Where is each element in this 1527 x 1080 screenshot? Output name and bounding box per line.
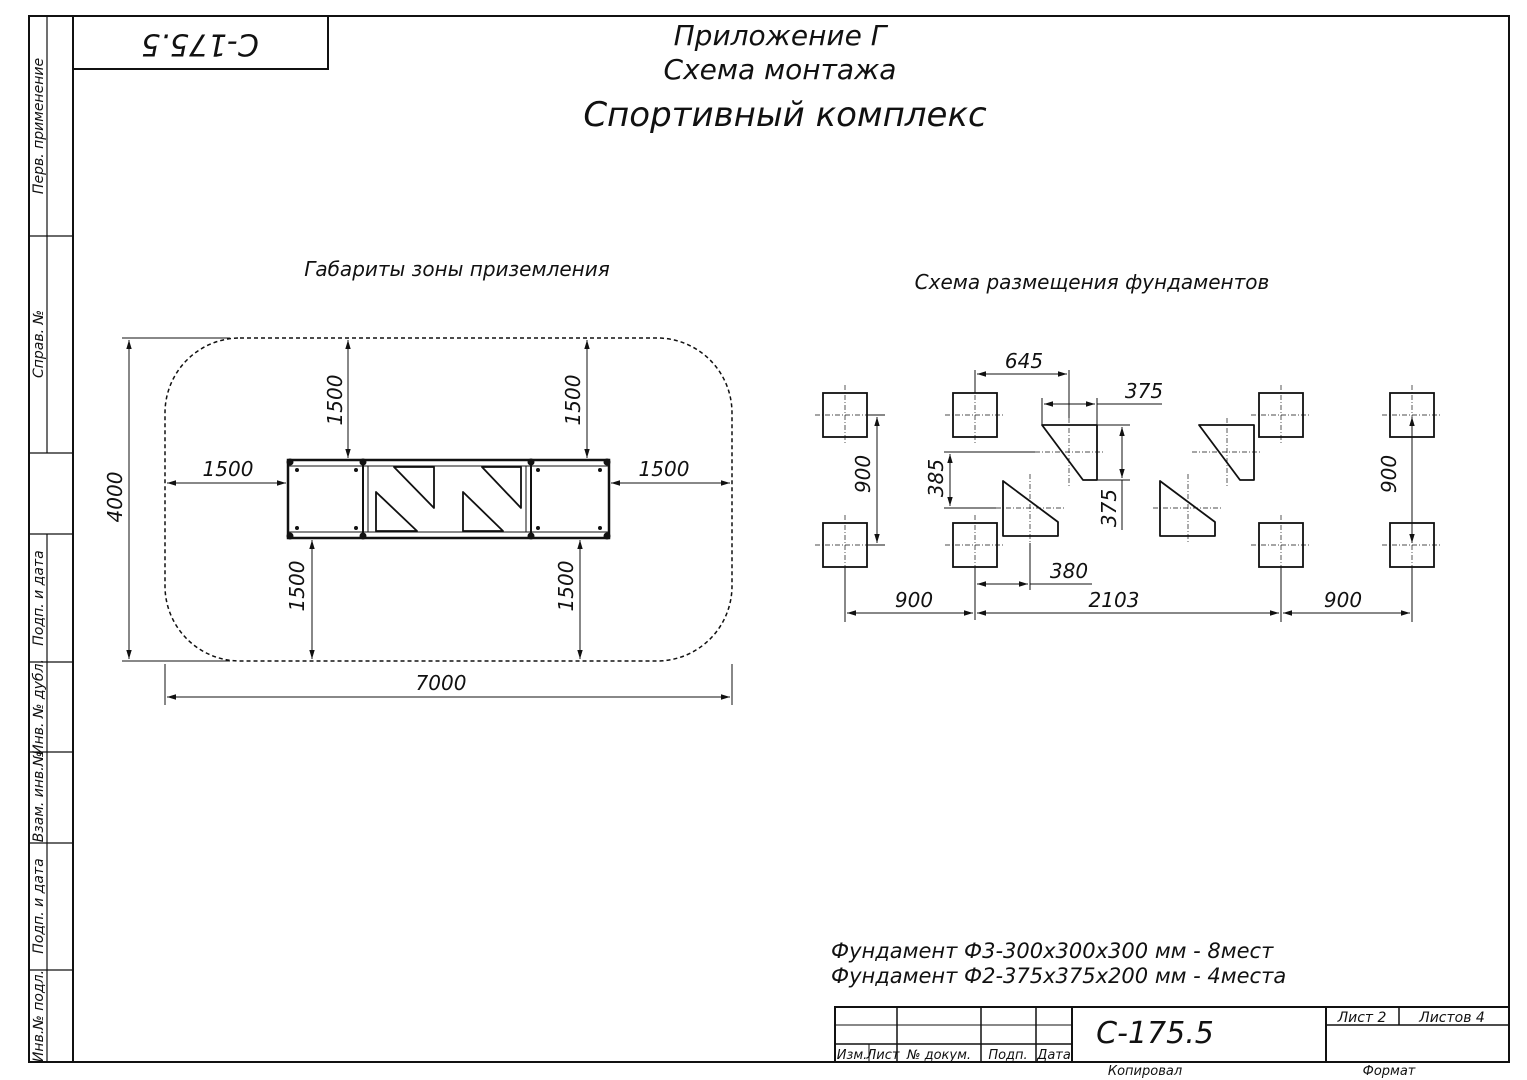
note-foundation-f3: Фундамент Ф3-300х300х300 мм - 8мест xyxy=(831,939,1274,963)
dim-right: 1500 xyxy=(639,457,690,481)
header-list: Лист xyxy=(866,1048,900,1063)
margin-label: Инв. № дубл. xyxy=(31,659,47,755)
margin-label: Подп. и дата xyxy=(31,550,47,645)
margin-label: Подп. и дата xyxy=(31,858,47,953)
header-doc-number: № докум. xyxy=(906,1048,971,1063)
sheet-count: Листов 4 xyxy=(1418,1010,1485,1026)
dim-bottom-right: 900 xyxy=(1324,588,1362,612)
dim-380: 380 xyxy=(1050,559,1088,583)
foundation-view: Схема размещения фундаментов xyxy=(815,270,1442,622)
margin-label: Инв.№ подл. xyxy=(31,970,47,1062)
header-signature: Подп. xyxy=(988,1048,1027,1063)
format-label: Формат xyxy=(1363,1064,1416,1079)
dim-left: 1500 xyxy=(203,457,254,481)
note-foundation-f2: Фундамент Ф2-375х375х200 мм - 4места xyxy=(831,964,1286,988)
title-block: Лист 2 Листов 4 Изм. Лист № докум. Подп.… xyxy=(834,1006,1510,1079)
dim-bottom-mid: 2103 xyxy=(1089,588,1140,612)
landing-zone-outline xyxy=(164,337,733,662)
dim-top-left: 1500 xyxy=(323,375,347,426)
dim-900-right: 900 xyxy=(1377,455,1401,493)
copied-label: Копировал xyxy=(1108,1064,1182,1079)
equipment-plan xyxy=(286,458,611,540)
margin-label: Справ. № xyxy=(31,310,47,378)
appendix-title: Приложение Г xyxy=(674,19,889,52)
dim-bottom-right: 1500 xyxy=(554,561,578,612)
sheet-frame xyxy=(28,15,1510,1063)
dim-375-side: 375 xyxy=(1097,489,1121,527)
dim-height: 4000 xyxy=(103,472,127,523)
dim-900-left: 900 xyxy=(851,455,875,493)
header-date: Дата xyxy=(1036,1048,1071,1063)
header-izm: Изм. xyxy=(837,1048,868,1063)
margin-labels: Перв. применение Справ. № Подп. и дата И… xyxy=(31,58,47,1062)
product-title: Спортивный комплекс xyxy=(583,95,987,135)
dim-375-top: 375 xyxy=(1125,379,1163,403)
scheme-title: Схема монтажа xyxy=(664,53,897,86)
dim-bottom-left: 900 xyxy=(895,588,933,612)
zone-view-title: Габариты зоны приземления xyxy=(304,257,610,281)
sheet-number: Лист 2 xyxy=(1337,1010,1387,1026)
dim-385: 385 xyxy=(924,459,948,497)
dim-top-right: 1500 xyxy=(561,375,585,426)
landing-zone-view: Габариты зоны приземления xyxy=(103,257,733,705)
dim-bottom-left: 1500 xyxy=(285,561,309,612)
margin-label: Взам. инв.№ xyxy=(31,752,47,843)
foundation-view-title: Схема размещения фундаментов xyxy=(915,270,1270,294)
dim-645: 645 xyxy=(1005,349,1043,373)
code-box-rotated: С-175.5 xyxy=(72,15,329,70)
dim-width: 7000 xyxy=(416,671,467,695)
document-code: С-175.5 xyxy=(1096,1016,1214,1051)
code-rotated: С-175.5 xyxy=(141,27,259,62)
margin-label: Перв. применение xyxy=(31,58,47,194)
